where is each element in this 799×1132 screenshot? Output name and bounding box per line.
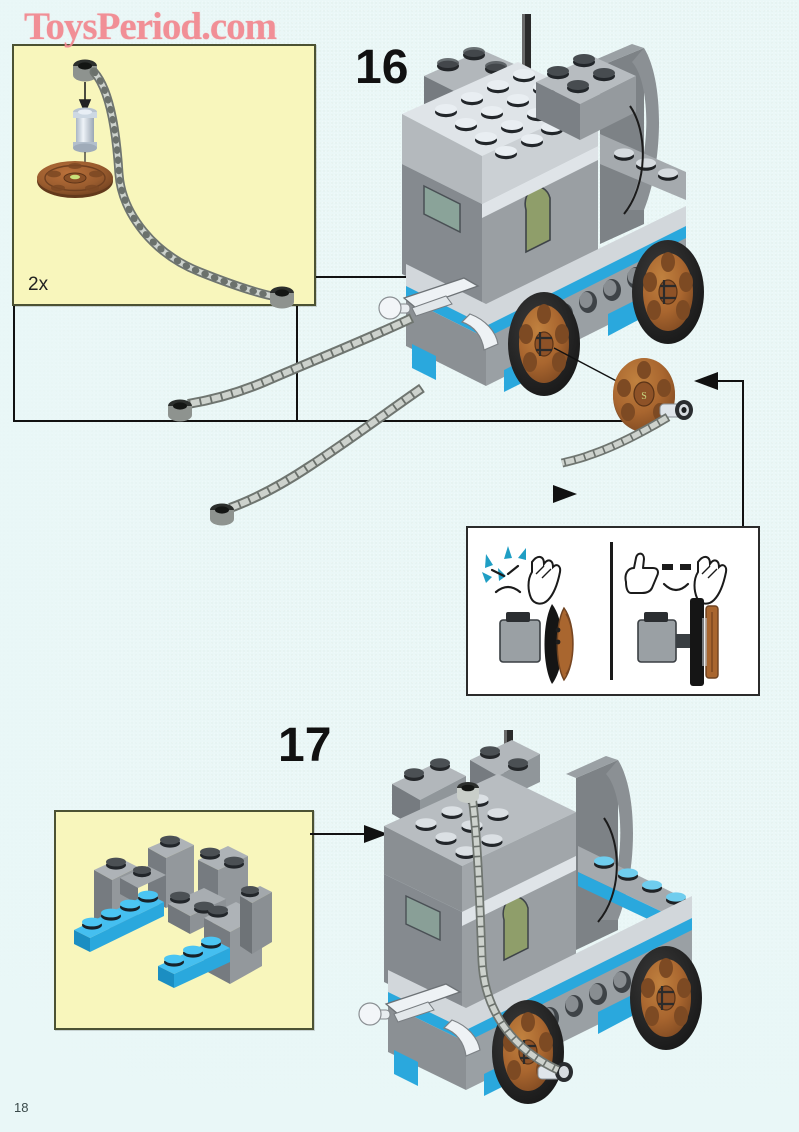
step-16-chain-on-ground bbox=[168, 313, 425, 526]
correct-panel-illustration bbox=[624, 552, 728, 686]
step-16-quantity-label: 2x bbox=[28, 274, 49, 295]
correct-tire-assembly bbox=[637, 598, 719, 686]
light-band bbox=[482, 146, 598, 218]
leader-detail-horizontal bbox=[718, 380, 744, 382]
spark-marks bbox=[482, 546, 526, 583]
wrong-tire-assembly bbox=[499, 604, 574, 684]
step-16-model-illustration bbox=[378, 14, 704, 396]
step-17-number: 17 bbox=[278, 719, 332, 772]
chain-links bbox=[89, 67, 277, 301]
platform bbox=[384, 774, 576, 912]
hand-icon bbox=[527, 556, 562, 605]
upper-right-brick-block bbox=[536, 54, 636, 140]
lever-arm-assembly bbox=[358, 983, 481, 1057]
wall-back-right bbox=[576, 760, 618, 950]
plate-1x4-blue-lower bbox=[158, 936, 230, 988]
chain-lower bbox=[210, 383, 425, 526]
plate-1x4-blue-upper bbox=[74, 890, 164, 952]
step-17-parts-illustration bbox=[74, 835, 272, 988]
chain-end-connector-top bbox=[457, 782, 479, 803]
leader-line-vertical-left bbox=[13, 300, 15, 422]
cable-line bbox=[597, 817, 618, 923]
chain-attached bbox=[457, 782, 560, 1075]
step-17-model-illustration bbox=[358, 730, 702, 1104]
leader-step17 bbox=[310, 833, 366, 835]
leader-line-to-model bbox=[296, 276, 408, 278]
wheel-rim-brown bbox=[37, 161, 113, 198]
cylinder-axle-piece bbox=[73, 107, 97, 153]
cable-line bbox=[623, 105, 644, 215]
arrow-step17-parts-to-model bbox=[364, 825, 388, 843]
wheel-axle-pin bbox=[659, 400, 693, 420]
arrow-detail-to-loose-wheel bbox=[694, 372, 718, 390]
chain-upper bbox=[168, 313, 415, 422]
leader-line-vertical-mid bbox=[296, 276, 298, 422]
wrong-panel-illustration bbox=[482, 546, 574, 684]
wheel-rear-installed bbox=[630, 946, 702, 1050]
leader-hub-to-loose-wheel bbox=[553, 347, 627, 387]
leader-detail-vertical bbox=[742, 380, 744, 526]
step-16-parts-illustration bbox=[37, 59, 294, 309]
step-17-parts-box bbox=[54, 810, 314, 1030]
wheel-front-installed bbox=[508, 292, 580, 396]
hand-icon bbox=[693, 556, 728, 605]
detail-box-divider bbox=[610, 542, 613, 680]
arrow-step16-chain-to-wheel bbox=[553, 485, 577, 503]
sad-face-icon bbox=[490, 564, 522, 594]
assembly-arrow-down-1 bbox=[78, 82, 92, 115]
svg-text:S: S bbox=[641, 391, 647, 402]
wall-back-right-top bbox=[590, 44, 644, 66]
wheel-rear-installed bbox=[632, 240, 704, 344]
chain-to-loose-wheel bbox=[560, 413, 671, 468]
leader-line-chain-row bbox=[297, 420, 633, 422]
chain-end-connector-bottom bbox=[270, 286, 294, 309]
loose-wheel-detached: S bbox=[613, 358, 693, 432]
thumbs-up-icon bbox=[624, 552, 659, 594]
step-16-parts-box: 2x bbox=[12, 44, 316, 309]
lever-arm-assembly bbox=[378, 277, 499, 351]
page-number: 18 bbox=[14, 1100, 29, 1115]
happy-face-icon bbox=[662, 564, 691, 592]
leader-line-horizontal-bottom bbox=[13, 420, 297, 422]
castle-brick-group bbox=[94, 835, 272, 984]
wall-back-right-top bbox=[566, 756, 618, 778]
step-16-number: 16 bbox=[355, 41, 409, 94]
tire-mounting-detail-box bbox=[466, 526, 760, 696]
watermark-text: ToysPeriod.com bbox=[24, 5, 277, 48]
